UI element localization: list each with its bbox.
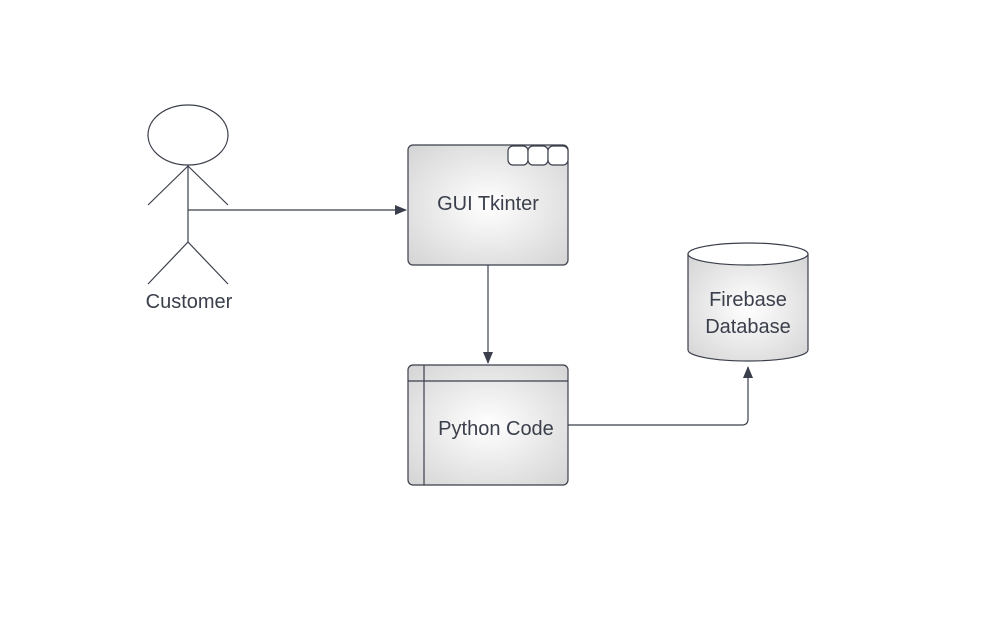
edge-python-to-firebase[interactable] (568, 366, 753, 426)
firebase-label-line-2: Database (705, 316, 791, 338)
customer-actor[interactable] (147, 104, 229, 285)
customer-label: Customer (146, 291, 233, 313)
cylinder-top (687, 242, 809, 266)
actor-right-arm (187, 165, 229, 206)
firebase-database-node[interactable]: Firebase Database (687, 242, 809, 362)
window-button-icon (547, 145, 569, 166)
firebase-label-line-1: Firebase (709, 289, 787, 311)
actor-head (147, 104, 229, 166)
gui-tkinter-node[interactable]: GUI Tkinter (407, 144, 569, 266)
actor-left-arm (147, 165, 189, 206)
actor-left-leg (147, 241, 189, 285)
actor-right-leg (187, 241, 229, 285)
window-button-icon (527, 145, 549, 166)
python-code-label: Python Code (438, 418, 554, 440)
gui-tkinter-label: GUI Tkinter (437, 193, 539, 215)
cylinder-body (687, 254, 809, 362)
window-button-icon (507, 145, 529, 166)
python-code-node[interactable]: Python Code (407, 364, 569, 486)
